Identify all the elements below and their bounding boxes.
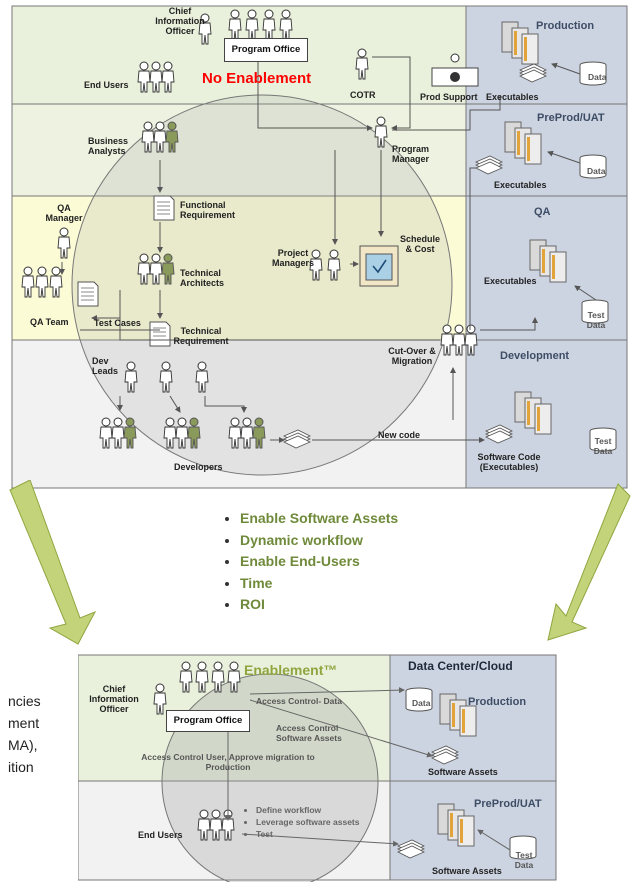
bottom-title: Enablement™ (244, 662, 338, 678)
label-test-data-dev: Test Data (593, 436, 613, 456)
bottom-program-office-box[interactable]: Program Office (166, 710, 250, 732)
workflow-item: Define workflow (256, 804, 359, 816)
benefits-list: Enable Software Assets Dynamic workflow … (222, 508, 398, 616)
label-new-code: New code (378, 430, 421, 440)
label-test-data-qa: Test Data (586, 310, 606, 330)
left-arrow-icon (9, 480, 97, 645)
label-technical-requirement: Technical Requirement (173, 326, 229, 346)
label-data-bottom: Data (412, 698, 431, 708)
label-test-data-bottom: Test Data (514, 850, 534, 870)
technical-requirement-doc (149, 321, 171, 347)
side-line: MA), (8, 737, 38, 753)
bottom-label-cio: Chief Information Officer (89, 684, 139, 714)
side-line: ncies (8, 693, 41, 709)
env-qa[interactable]: QA (534, 206, 551, 218)
label-qa-manager: QA Manager (45, 203, 83, 223)
data-center-title: Data Center/Cloud (408, 659, 513, 673)
side-line: ment (8, 715, 40, 731)
workflow-item: Leverage software assets (256, 816, 359, 828)
env-production[interactable]: Production (536, 20, 595, 32)
label-data-preprod: Data (587, 166, 606, 176)
label-software-assets-preprod: Software Assets (432, 866, 502, 876)
test-cases-doc (77, 281, 99, 307)
label-project-managers: Project Managers (271, 248, 315, 268)
label-end-users: End Users (84, 80, 129, 90)
program-office-box[interactable]: Program Office (224, 38, 308, 62)
label-dev-leads: Dev Leads (92, 356, 119, 376)
band-dev (11, 339, 467, 489)
band-analysts (11, 103, 467, 197)
bottom-env-production[interactable]: Production (468, 696, 527, 708)
label-technical-architects: Technical Architects (180, 268, 225, 288)
label-cutover-migration: Cut-Over & Migration (388, 346, 436, 366)
label-schedule-cost: Schedule & Cost (399, 234, 440, 254)
top-diagram-canvas (11, 5, 628, 489)
prod-support-icon (431, 53, 479, 87)
env-development[interactable]: Development (500, 350, 570, 362)
bottom-diagram: Enablement™ Data Center/Cloud Chief Info… (78, 650, 558, 882)
top-title: No Enablement (202, 70, 312, 87)
label-executables-preprod: Executables (494, 180, 547, 190)
side-clipped-text: ncies ment MA), ition (8, 690, 41, 778)
side-line: ition (8, 759, 34, 775)
workflow-list: Define workflow Leverage software assets… (242, 804, 359, 840)
benefit-item: Dynamic workflow (240, 530, 398, 552)
label-test-cases: Test Cases (94, 318, 141, 328)
right-arrow-icon (547, 483, 631, 641)
label-business-analysts: Business Analysts (88, 136, 129, 156)
transition-arrows (9, 480, 631, 645)
env-preprod[interactable]: PreProd/UAT (537, 112, 605, 124)
label-cio: Chief Information Officer (155, 6, 205, 36)
functional-requirement-doc (153, 195, 175, 221)
label-program-manager: Program Manager (392, 144, 430, 164)
label-executables-qa: Executables (484, 276, 537, 286)
benefit-item: ROI (240, 594, 398, 616)
workflow-item: Test (256, 828, 359, 840)
bottom-connectors (225, 687, 511, 851)
benefit-item: Enable End-Users (240, 551, 398, 573)
benefit-item: Time (240, 573, 398, 595)
label-access-control-assets: Access Control Software Assets (276, 723, 342, 743)
label-qa-team: QA Team (30, 317, 69, 327)
connector-lines (59, 56, 538, 443)
benefit-item: Enable Software Assets (240, 508, 398, 530)
label-access-control-data: Access Control- Data (256, 696, 342, 706)
label-data-prod: Data (588, 72, 607, 82)
label-access-control-migration: Access Control User, Approve migration t… (141, 752, 315, 772)
label-developers: Developers (174, 462, 223, 472)
top-diagram: Chief Information Officer Program Office… (11, 5, 628, 489)
label-cotr: COTR (350, 90, 376, 100)
label-functional-requirement: Functional Requirement (180, 200, 236, 220)
label-prod-support: Prod Support (420, 92, 478, 102)
schedule-calendar-icon (359, 245, 399, 287)
label-software-assets-prod: Software Assets (428, 767, 498, 777)
label-executables-prod: Executables (486, 92, 539, 102)
label-software-code: Software Code (Executables) (477, 452, 541, 472)
bottom-label-end-users: End Users (138, 830, 183, 840)
bottom-env-preprod[interactable]: PreProd/UAT (474, 798, 542, 810)
